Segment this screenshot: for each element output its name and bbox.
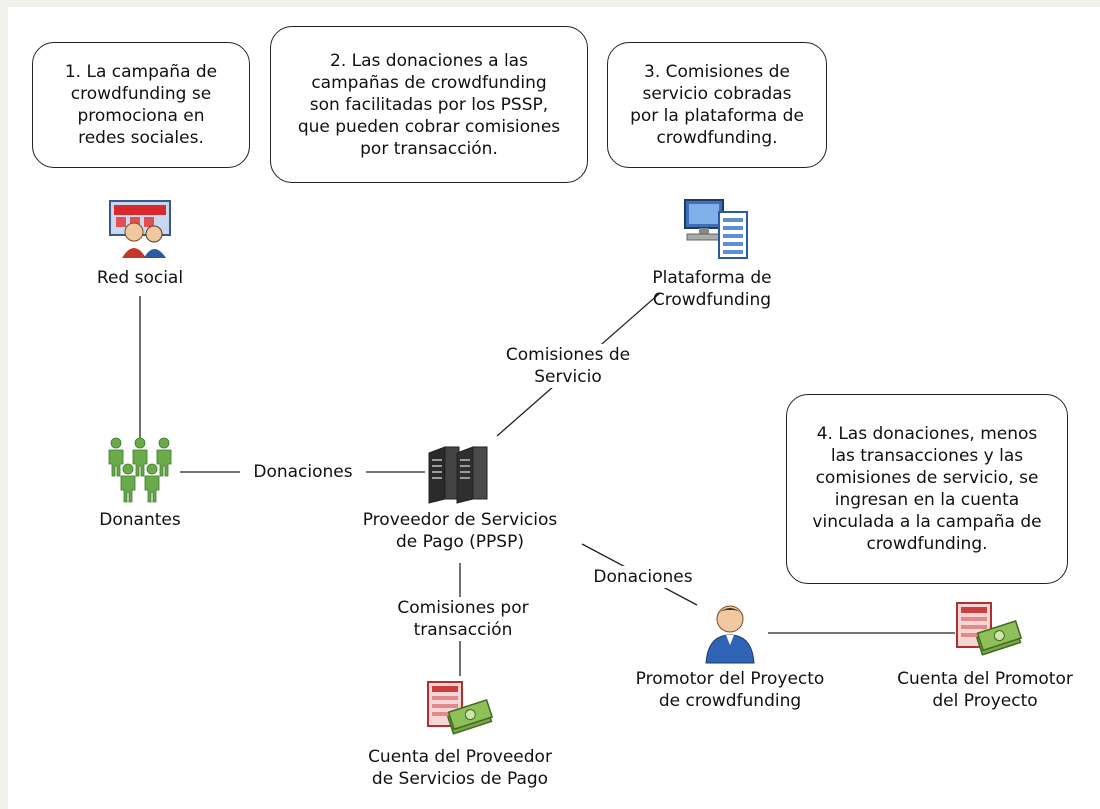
server-rack-icon	[428, 446, 488, 504]
node-label-red-social: Red social	[96, 268, 184, 288]
frame-top	[0, 0, 1100, 7]
callout-step-2: 2. Las donaciones a las campañas de crow…	[270, 26, 588, 183]
callout-step-1: 1. La campaña de crowdfunding se promoci…	[32, 42, 250, 168]
callout-step-3: 3. Comisiones de servicio cobradas por l…	[607, 42, 827, 168]
node-label-cuenta-proveedor: Cuenta del Proveedor de Servicios de Pag…	[368, 747, 552, 789]
node-label-donantes: Donantes	[99, 510, 181, 530]
frame-left	[0, 0, 8, 809]
account-money-icon	[427, 681, 494, 735]
computer-platform-icon	[684, 199, 748, 259]
account-money-icon	[956, 602, 1023, 656]
social-network-icon	[109, 200, 171, 258]
edge-label-donaciones-donantes: Donaciones	[240, 461, 366, 483]
edge-label-comisiones-transaccion: Comisiones por transacción	[380, 597, 546, 641]
edge-label-comisiones-servicio: Comisiones de Servicio	[490, 344, 646, 388]
people-group-icon	[108, 437, 172, 503]
edge-label-donaciones-promotor: Donaciones	[578, 566, 708, 588]
node-label-cuenta-promotor: Cuenta del Promotor del Proyecto	[897, 669, 1073, 711]
node-label-promotor: Promotor del Proyecto de crowdfunding	[635, 669, 825, 711]
callout-step-4: 4. Las donaciones, menos las transaccion…	[786, 394, 1068, 584]
user-person-icon	[705, 605, 755, 664]
node-label-ppsp: Proveedor de Servicios de Pago (PPSP)	[362, 510, 558, 552]
node-label-plataforma: Plataforma de Crowdfunding	[652, 268, 772, 310]
